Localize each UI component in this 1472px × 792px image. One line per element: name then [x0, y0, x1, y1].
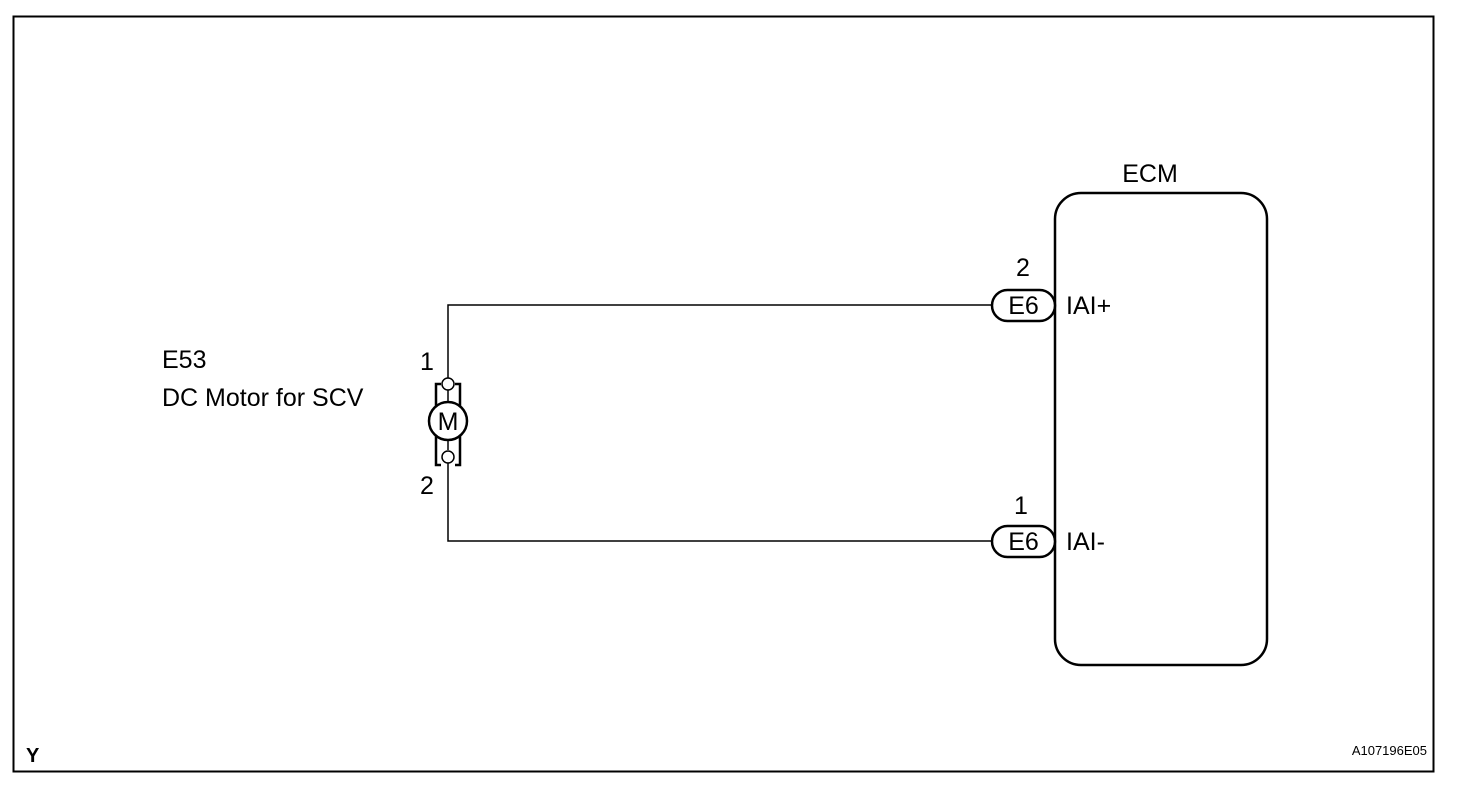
- signal-iai-plus: IAI+: [1066, 292, 1111, 320]
- motor-symbol: M: [427, 377, 469, 467]
- component-name: DC Motor for SCV: [162, 384, 364, 412]
- motor-terminal-bottom: [441, 450, 455, 464]
- figure-id: A107196E05: [1352, 743, 1427, 758]
- motor-body-circle: [427, 400, 469, 442]
- connector-e6-iai-minus: [990, 524, 1057, 559]
- connector-label-iai-plus: E6: [1008, 292, 1039, 320]
- diagram-frame: [12, 15, 1435, 773]
- corner-label: Y: [26, 745, 40, 767]
- motor-pin-2-number: 2: [420, 472, 434, 500]
- connector-e6-iai-plus: [990, 288, 1057, 323]
- ecm-pin-number-iai-minus: 1: [1014, 492, 1028, 520]
- motor-symbol-letter: M: [438, 408, 459, 436]
- wire-iai-minus: [447, 456, 992, 542]
- ecm-pin-number-iai-plus: 2: [1016, 254, 1030, 282]
- signal-iai-minus: IAI-: [1066, 528, 1105, 556]
- ecm-title: ECM: [1122, 160, 1178, 188]
- ecm-box: [1053, 191, 1269, 667]
- component-code: E53: [162, 346, 206, 374]
- wire-iai-plus: [447, 304, 992, 384]
- connector-label-iai-minus: E6: [1008, 528, 1039, 556]
- motor-terminal-top: [441, 377, 455, 391]
- motor-pin-1-number: 1: [420, 348, 434, 376]
